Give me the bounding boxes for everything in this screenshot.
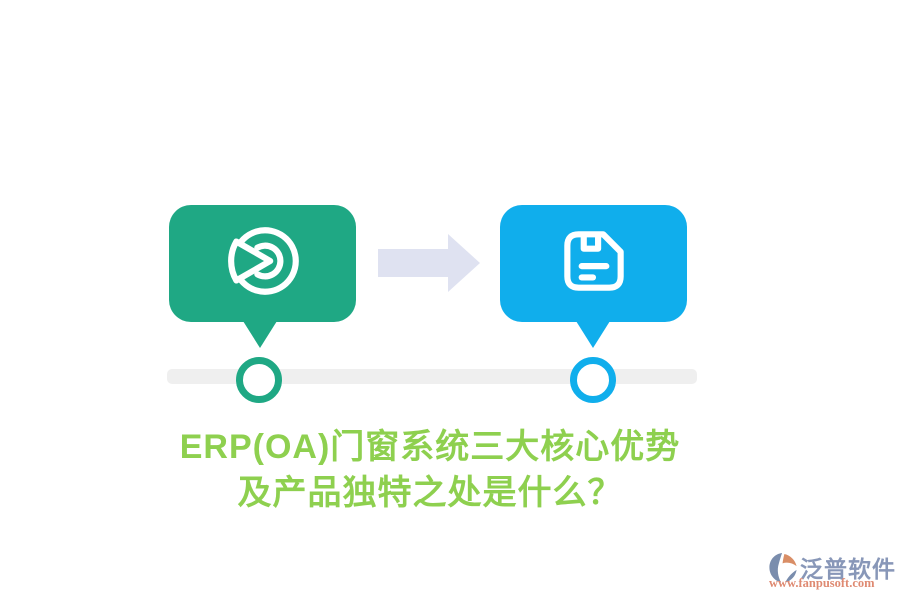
bubble-tail	[576, 321, 610, 348]
timeline-track	[167, 369, 697, 384]
fanpu-logo-icon	[768, 551, 798, 590]
watermark-url: www.fanpusoft.com	[769, 576, 875, 590]
step-bubble-analysis	[169, 205, 356, 348]
pie-chart-icon	[222, 220, 304, 307]
watermark-brand: 泛普软件	[800, 557, 896, 582]
watermark: 泛普软件 www.fanpusoft.com	[768, 549, 896, 591]
timeline-dot-save	[570, 357, 616, 403]
timeline-dot-analysis	[236, 357, 282, 403]
right-arrow-icon	[378, 234, 480, 297]
title-line-1: ERP(OA)门窗系统三大核心优势	[179, 428, 681, 466]
title-line-2: 及产品独特之处是什么？	[237, 474, 623, 512]
bubble-tail	[243, 321, 277, 348]
step-bubble-save	[500, 205, 687, 348]
save-icon	[553, 220, 635, 307]
page-title: ERP(OA)门窗系统三大核心优势 及产品独特之处是什么？	[100, 424, 760, 516]
